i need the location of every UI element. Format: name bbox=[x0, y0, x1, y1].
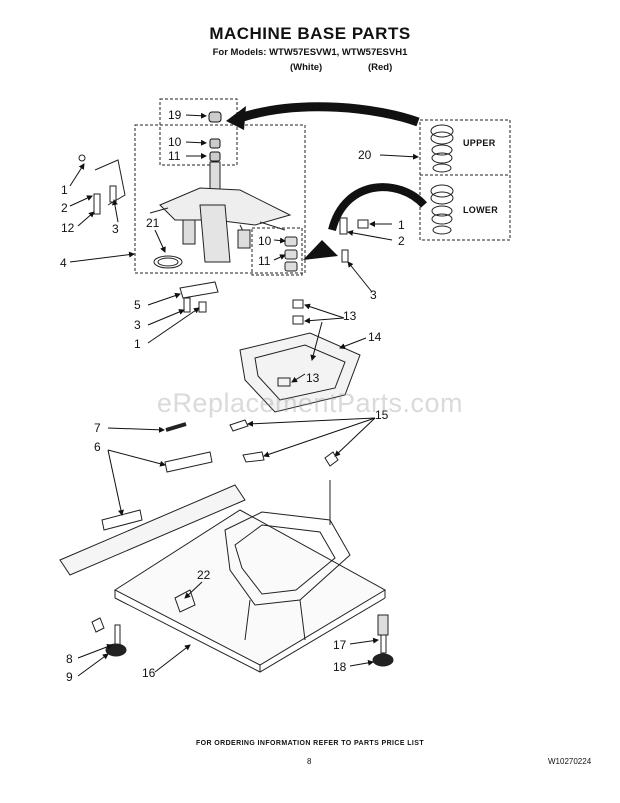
callout-5: 5 bbox=[134, 298, 141, 312]
callout-10-top: 10 bbox=[168, 135, 182, 149]
callout-11-top: 11 bbox=[168, 149, 181, 163]
callout-16: 16 bbox=[142, 666, 156, 680]
callout-10-right: 10 bbox=[258, 234, 272, 248]
transmission-assembly bbox=[150, 162, 290, 268]
callout-22: 22 bbox=[197, 568, 211, 582]
callout-1-left: 1 bbox=[61, 183, 68, 197]
callout-14: 14 bbox=[368, 330, 382, 344]
callout-20: 20 bbox=[358, 148, 372, 162]
callout-3-right: 3 bbox=[370, 288, 377, 302]
ordering-note: FOR ORDERING INFORMATION REFER TO PARTS … bbox=[195, 740, 425, 747]
watermark: eReplacementParts.com bbox=[156, 388, 464, 418]
callout-2-left: 2 bbox=[61, 201, 68, 215]
callout-6: 6 bbox=[94, 440, 101, 454]
callout-1-right: 1 bbox=[398, 218, 405, 232]
callout-1-lower: 1 bbox=[134, 337, 141, 351]
callout-19: 19 bbox=[168, 108, 182, 122]
color-red-label: (Red) bbox=[368, 62, 393, 73]
upper-label: UPPER bbox=[463, 138, 496, 148]
callout-13-lower: 13 bbox=[306, 371, 320, 385]
callout-2-right: 2 bbox=[398, 234, 405, 248]
lower-small-parts bbox=[180, 282, 218, 312]
top-box-parts bbox=[209, 112, 221, 161]
callout-9: 9 bbox=[66, 670, 73, 684]
machine-base-frame bbox=[60, 480, 385, 672]
lower-label: LOWER bbox=[463, 205, 498, 215]
document-number: W10270224 bbox=[548, 757, 592, 766]
left-brackets bbox=[79, 155, 125, 214]
callout-13-upper: 13 bbox=[343, 309, 357, 323]
upper-lower-gears bbox=[431, 125, 453, 234]
models-line: For Models: WTW57ESVW1, WTW57ESVH1 bbox=[212, 47, 408, 58]
callout-8: 8 bbox=[66, 652, 73, 666]
right-small-parts bbox=[285, 218, 368, 271]
support-platform bbox=[240, 300, 360, 412]
middle-parts bbox=[102, 420, 338, 530]
callout-3-left: 3 bbox=[112, 222, 119, 236]
callout-11-right: 11 bbox=[258, 254, 271, 268]
page-number: 8 bbox=[307, 757, 312, 766]
leader-lines bbox=[70, 112, 419, 676]
callout-12: 12 bbox=[61, 221, 75, 235]
callout-3-lower: 3 bbox=[134, 318, 141, 332]
dashed-group-boxes bbox=[135, 99, 510, 275]
callout-21: 21 bbox=[146, 216, 160, 230]
curved-arrows bbox=[226, 106, 424, 260]
page-title: MACHINE BASE PARTS bbox=[209, 24, 411, 43]
callout-17: 17 bbox=[333, 638, 347, 652]
color-white-label: (White) bbox=[290, 62, 323, 73]
callout-18: 18 bbox=[333, 660, 347, 674]
callout-4: 4 bbox=[60, 256, 67, 270]
callout-15: 15 bbox=[375, 408, 389, 422]
callout-7: 7 bbox=[94, 421, 101, 435]
